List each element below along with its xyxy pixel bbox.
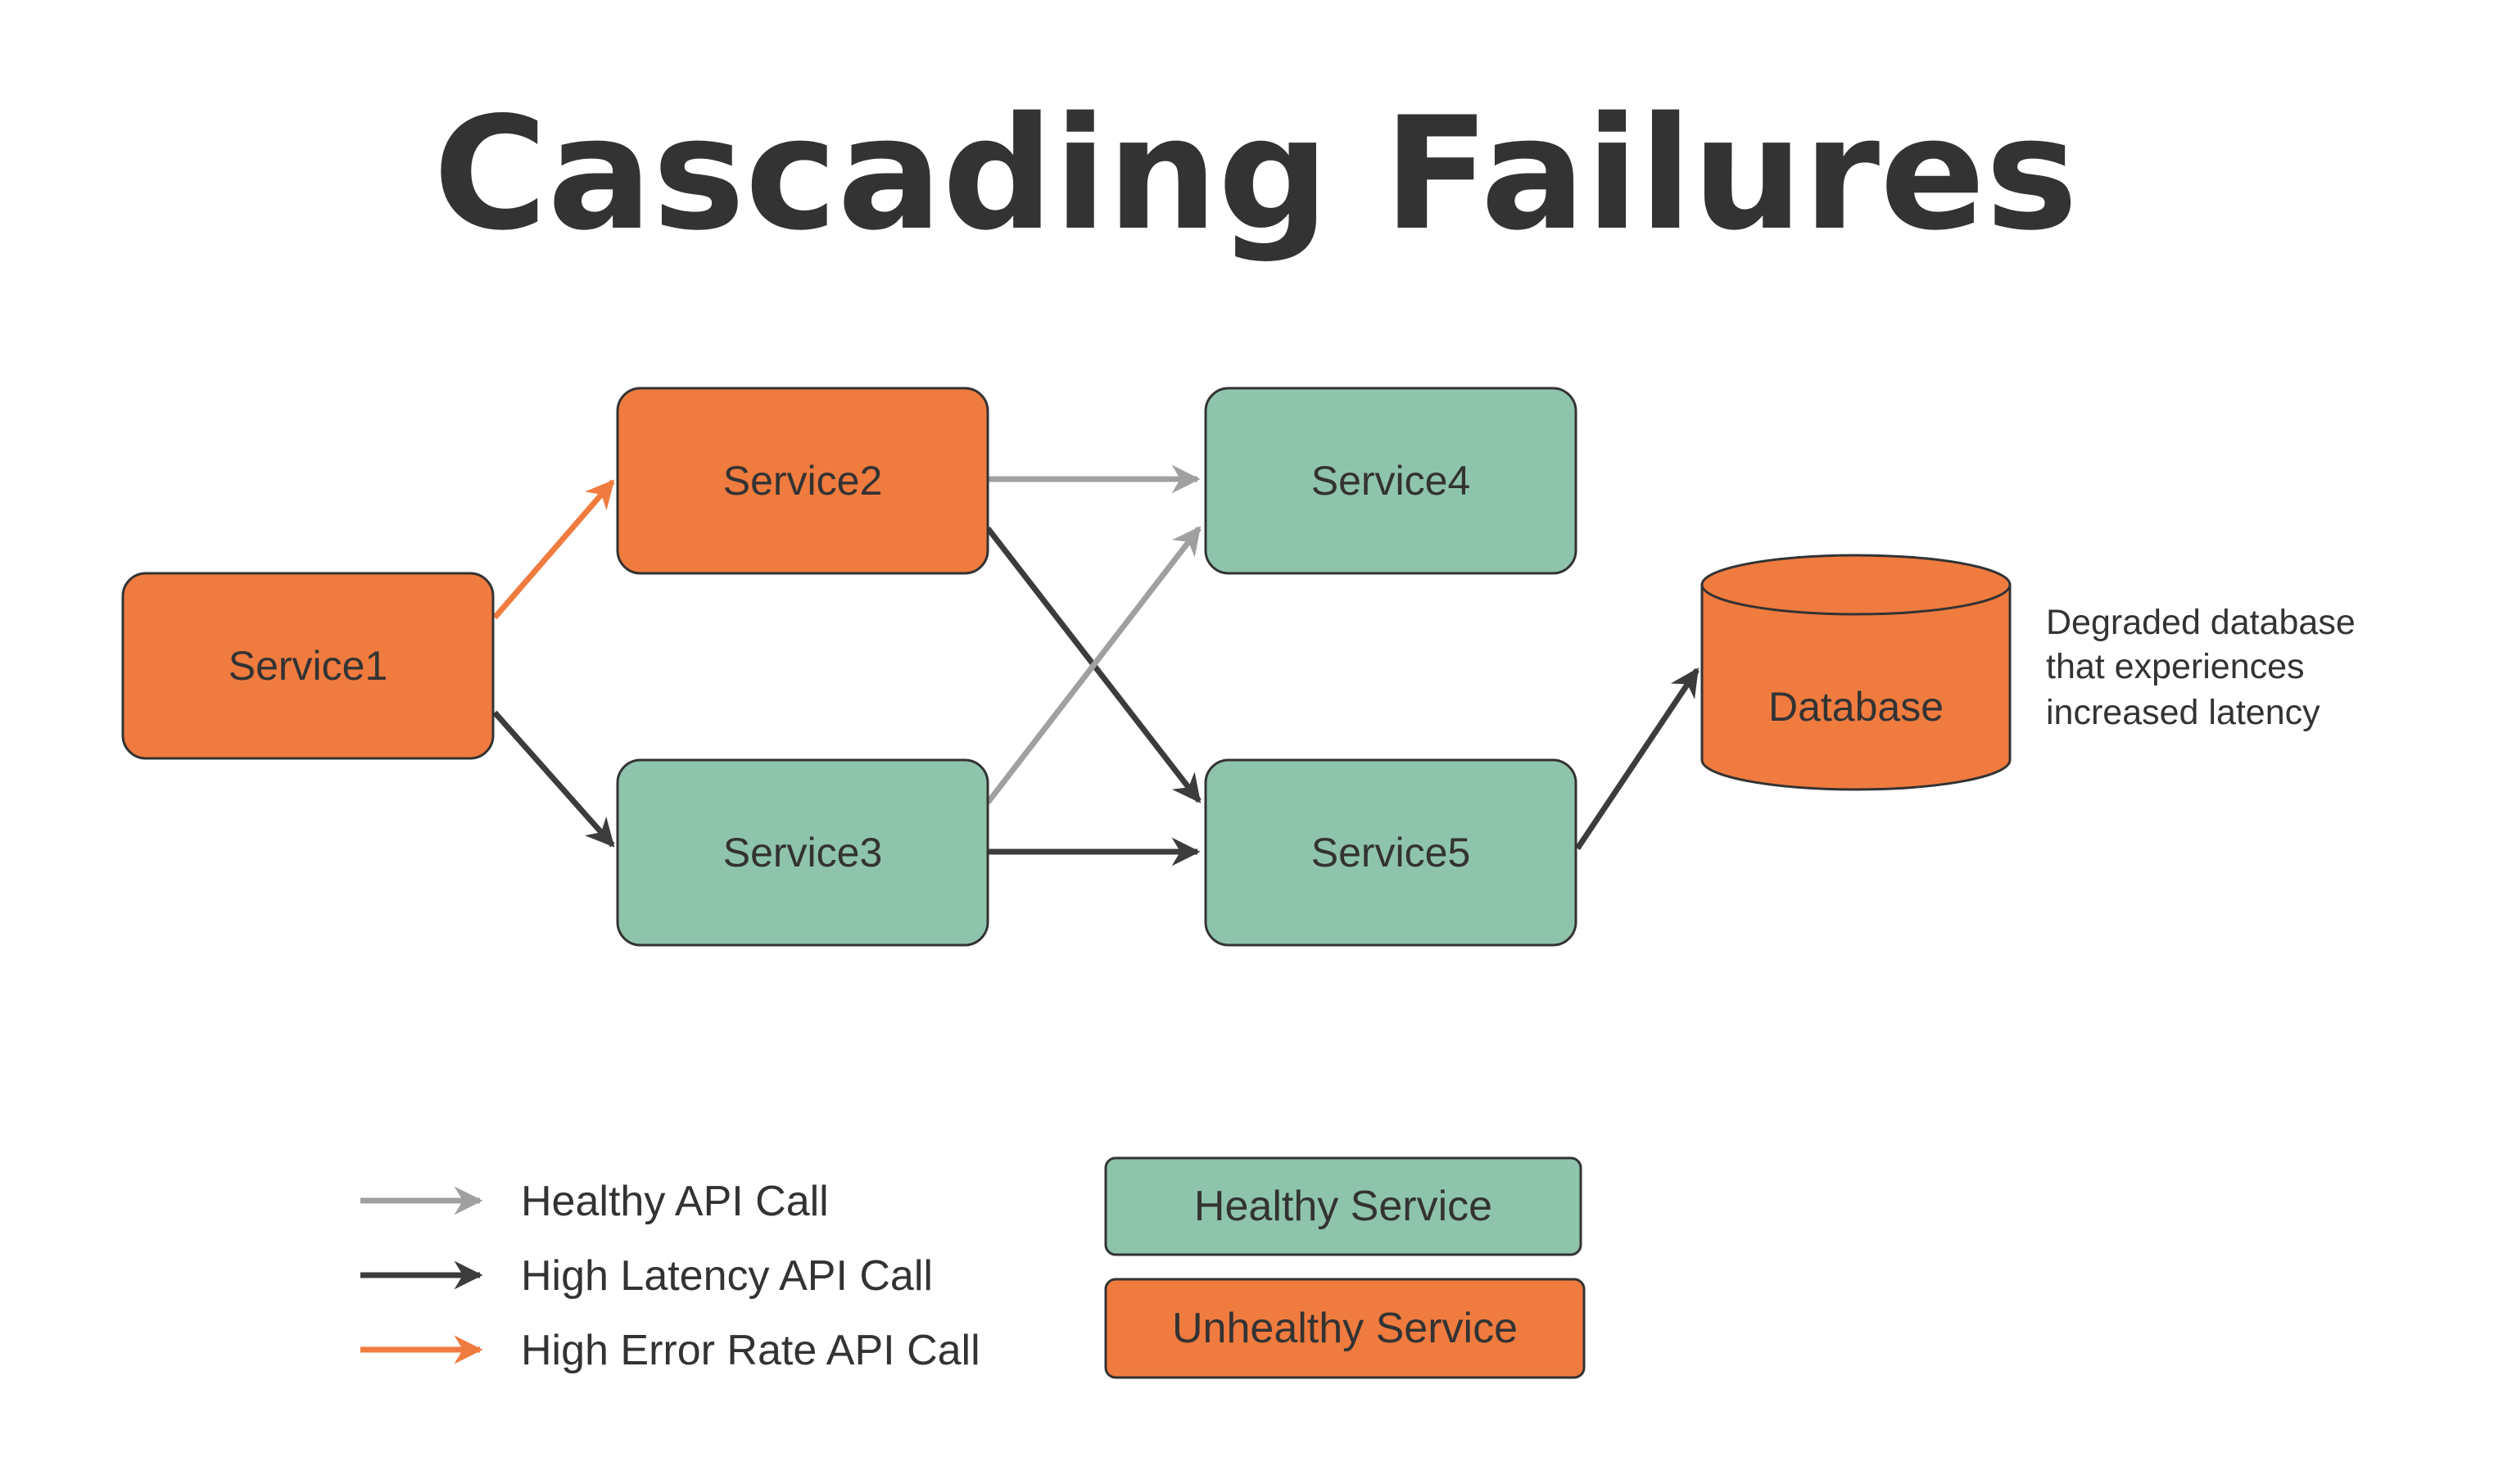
edge-service1-service3 — [492, 710, 615, 848]
legend-latency-call: High Latency API Call — [360, 1252, 933, 1300]
edge-service1-service2 — [492, 479, 615, 620]
node-database: Database — [1700, 554, 2012, 791]
page-title: Cascading Failures — [433, 84, 2078, 265]
edge-service3-service4 — [985, 526, 1202, 805]
legend-healthy-call-label: Healthy API Call — [521, 1178, 829, 1225]
annotation-line-1: Degraded database — [2046, 603, 2356, 642]
node-service3-label: Service3 — [723, 830, 883, 875]
legend-healthy-service: Healthy Service — [1104, 1156, 1582, 1256]
node-service1: Service1 — [121, 572, 495, 760]
legend-services: Healthy Service Unhealthy Service — [1104, 1156, 1586, 1379]
annotation-line-3: increased latency — [2046, 693, 2320, 732]
legend-healthy-service-label: Healthy Service — [1194, 1183, 1492, 1230]
edge-service5-database — [1575, 667, 1700, 850]
legend-error-call: High Error Rate API Call — [360, 1327, 980, 1374]
legend-latency-call-label: High Latency API Call — [521, 1252, 933, 1300]
legend-unhealthy-service: Unhealthy Service — [1104, 1278, 1586, 1379]
legend-unhealthy-service-label: Unhealthy Service — [1172, 1305, 1518, 1352]
node-service4-label: Service4 — [1311, 458, 1471, 504]
annotation-line-2: that experiences — [2046, 647, 2305, 686]
legend-error-call-label: High Error Rate API Call — [521, 1327, 980, 1374]
node-database-label: Database — [1768, 684, 1944, 730]
node-service2: Service2 — [616, 387, 989, 575]
node-service2-label: Service2 — [723, 458, 883, 504]
node-service1-label: Service1 — [229, 643, 388, 689]
node-service5-label: Service5 — [1311, 830, 1471, 875]
legend-healthy-call: Healthy API Call — [360, 1178, 829, 1225]
node-service5: Service5 — [1204, 758, 1577, 947]
legend-arrows: Healthy API Call High Latency API Call H… — [360, 1178, 980, 1374]
database-annotation: Degraded database that experiences incre… — [2046, 603, 2356, 732]
node-service4: Service4 — [1204, 387, 1577, 575]
node-service3: Service3 — [616, 758, 989, 947]
